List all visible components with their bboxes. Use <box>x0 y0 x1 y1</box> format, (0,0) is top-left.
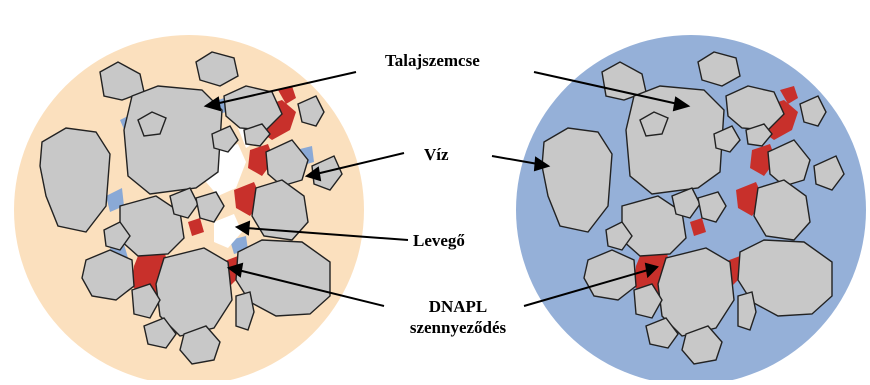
label-air-text: Levegő <box>413 230 465 251</box>
label-particle: Talajszemcse <box>385 50 480 71</box>
left-soil-sample <box>14 35 364 380</box>
label-dnapl: DNAPL szennyeződés <box>384 296 532 338</box>
label-dnapl-line2: szennyeződés <box>384 317 532 338</box>
label-particle-text: Talajszemcse <box>385 50 480 71</box>
label-air: Levegő <box>413 230 465 251</box>
label-water: Víz <box>424 144 449 165</box>
label-dnapl-line1: DNAPL <box>384 296 532 317</box>
right-soil-sample <box>516 35 866 380</box>
label-water-text: Víz <box>424 144 449 165</box>
